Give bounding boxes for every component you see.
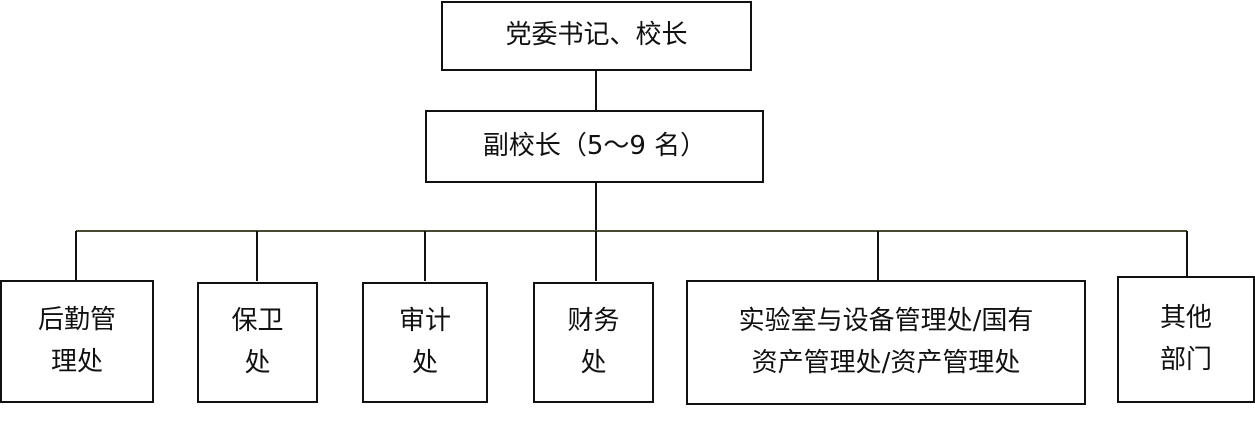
top-node-party-secretary-president: 党委书记、校长 xyxy=(441,1,752,71)
dept-label-line2: 处 xyxy=(580,347,607,378)
dept-label-line2: 处 xyxy=(244,347,271,378)
dept-label-line1: 后勤管 xyxy=(37,304,116,335)
dept-label-line2: 处 xyxy=(411,347,438,378)
dept-label-line1: 审计 xyxy=(398,305,451,336)
dept-logistics-office: 后勤管 理处 xyxy=(0,280,154,403)
dept-label-line2: 部门 xyxy=(1159,344,1212,375)
dept-other-departments: 其他 部门 xyxy=(1117,276,1255,403)
dept-finance-office: 财务 处 xyxy=(533,282,654,403)
vice-node-label: 副校长（5～9 名） xyxy=(482,130,707,161)
dept-security-office: 保卫 处 xyxy=(197,282,318,403)
dept-label-line2: 资产管理处/资产管理处 xyxy=(751,347,1021,378)
dept-lab-equipment-asset-office: 实验室与设备管理处/国有 资产管理处/资产管理处 xyxy=(686,280,1086,405)
dept-label-line1: 实验室与设备管理处/国有 xyxy=(738,305,1034,336)
dept-label-line1: 其他 xyxy=(1159,302,1212,333)
vice-president-node: 副校长（5～9 名） xyxy=(425,110,764,183)
top-node-label: 党委书记、校长 xyxy=(505,20,688,51)
dept-label-line1: 保卫 xyxy=(231,305,284,336)
dept-label-line1: 财务 xyxy=(567,305,620,336)
dept-audit-office: 审计 处 xyxy=(362,282,488,403)
dept-label-line2: 理处 xyxy=(50,346,103,377)
